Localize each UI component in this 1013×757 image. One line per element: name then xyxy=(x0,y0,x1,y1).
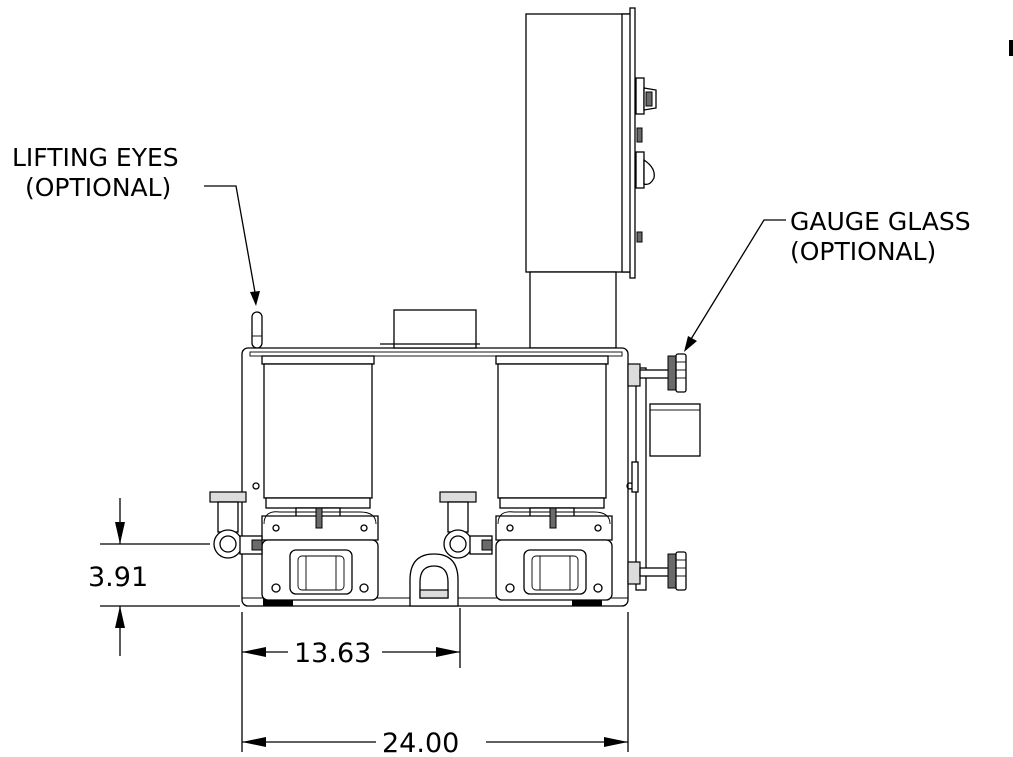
dimension-overall-width: 24.00 xyxy=(241,612,629,757)
gauge-glass-line1: GAUGE GLASS xyxy=(790,207,971,236)
panel-switch-upper xyxy=(635,77,657,115)
top-junction-box xyxy=(393,309,477,349)
foot-left xyxy=(263,598,293,606)
motor-right xyxy=(497,363,607,499)
dimension-mid-width: 13.63 xyxy=(241,608,461,669)
overall-width-dimension-value: 24.00 xyxy=(382,728,459,757)
lifting-eyes-line1: LIFTING EYES xyxy=(12,143,179,172)
panel-stand xyxy=(529,271,617,349)
mid-width-dimension-value: 13.63 xyxy=(294,638,371,669)
side-box xyxy=(649,403,701,457)
dimension-height: 3.91 xyxy=(88,498,240,656)
pump-right xyxy=(495,355,613,601)
drain-housing xyxy=(409,553,459,607)
height-dimension-value: 3.91 xyxy=(88,562,148,593)
control-panel xyxy=(525,7,657,349)
callout-lifting-eyes: LIFTING EYES (OPTIONAL) xyxy=(12,143,260,306)
foot-right xyxy=(572,598,602,606)
lifting-eyes-line2: (OPTIONAL) xyxy=(25,173,171,202)
valve-middle xyxy=(439,491,493,559)
panel-switch-lower xyxy=(635,127,655,243)
valve-left xyxy=(209,491,263,559)
lifting-eye xyxy=(251,311,263,349)
motor-left xyxy=(263,363,373,499)
gauge-glass xyxy=(627,353,701,591)
callout-gauge-glass: GAUGE GLASS (OPTIONAL) xyxy=(684,207,971,352)
pump-left xyxy=(261,355,379,601)
edge-mark xyxy=(1009,40,1013,56)
gauge-glass-line2: (OPTIONAL) xyxy=(790,237,936,266)
